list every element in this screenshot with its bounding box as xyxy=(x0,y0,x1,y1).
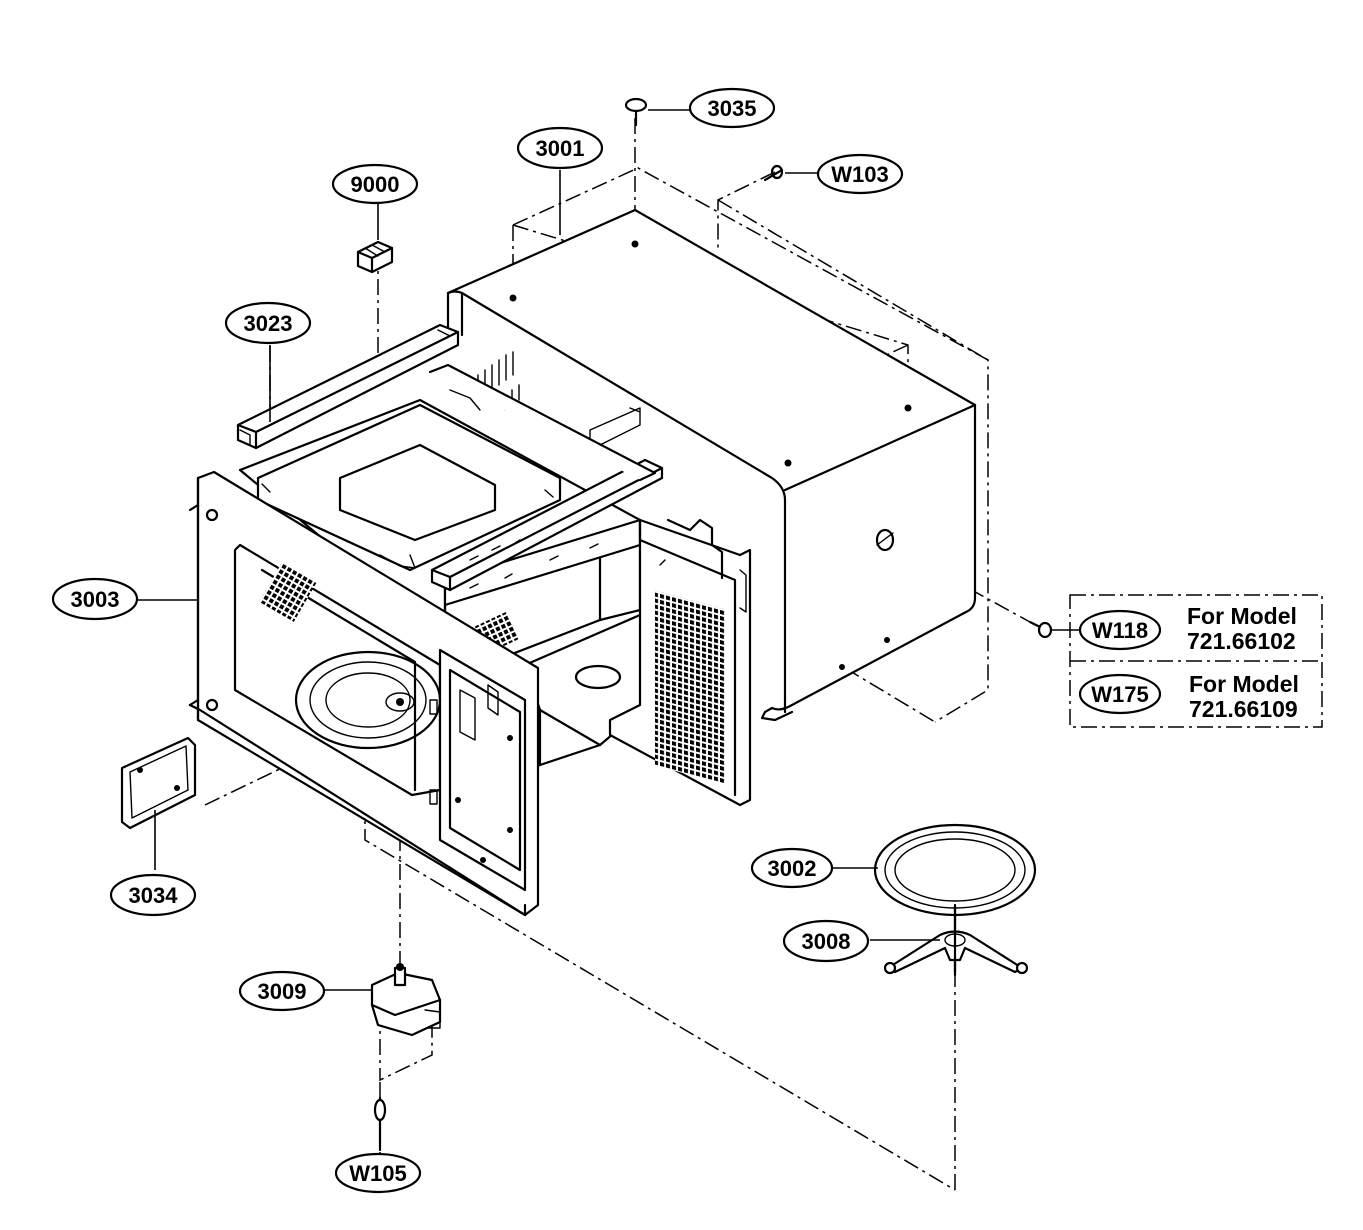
callout-3001: 3001 xyxy=(516,126,604,170)
callout-3034-label: 3034 xyxy=(129,883,179,908)
callout-3008-label: 3008 xyxy=(802,929,851,954)
callout-w118: W118 xyxy=(1078,609,1162,651)
part-9000-component xyxy=(356,240,394,274)
model-note-box xyxy=(1069,594,1323,728)
callout-w103: W103 xyxy=(816,153,904,195)
callout-w105-label: W105 xyxy=(349,1161,406,1186)
callout-3002: 3002 xyxy=(750,847,834,889)
callout-3003: 3003 xyxy=(51,577,139,621)
waveguide-cover xyxy=(120,736,197,830)
outer-cabinet xyxy=(446,208,977,722)
callout-3001-label: 3001 xyxy=(536,136,585,161)
turntable-motor xyxy=(370,963,442,1037)
roller-support xyxy=(883,903,1029,977)
note-w118: For Model 721.66102 xyxy=(1187,603,1297,654)
screw-w105 xyxy=(373,1096,387,1152)
callout-w175: W175 xyxy=(1078,673,1162,715)
callout-3009: 3009 xyxy=(238,970,326,1012)
screw-w103 xyxy=(763,164,784,182)
callout-w105: W105 xyxy=(334,1152,422,1194)
note-w175-line2: 721.66109 xyxy=(1189,696,1298,722)
note-w118-line2: 721.66102 xyxy=(1187,628,1296,654)
cavity-turntable xyxy=(294,650,442,750)
screw-w118 xyxy=(1028,620,1053,639)
callout-w175-label: W175 xyxy=(1091,682,1148,707)
callout-9000: 9000 xyxy=(331,163,419,205)
front-frame xyxy=(188,470,540,917)
control-panel-frame xyxy=(608,518,752,807)
top-bracket-right xyxy=(428,363,664,592)
leader-lines xyxy=(138,109,1080,1160)
callout-3009-label: 3009 xyxy=(258,979,307,1004)
callout-3023-label: 3023 xyxy=(244,311,293,336)
note-w175-line1: For Model xyxy=(1189,671,1299,697)
callout-3008: 3008 xyxy=(782,919,870,963)
callout-3035: 3035 xyxy=(688,87,776,129)
top-bracket-left xyxy=(236,323,460,450)
note-w118-line1: For Model xyxy=(1187,603,1297,629)
callout-3003-label: 3003 xyxy=(71,587,120,612)
callout-3034: 3034 xyxy=(109,873,197,917)
note-w175: For Model 721.66109 xyxy=(1189,671,1299,722)
glass-turntable-tray xyxy=(873,823,1037,917)
callout-9000-label: 9000 xyxy=(351,172,400,197)
callout-3035-label: 3035 xyxy=(708,96,757,121)
callout-3023: 3023 xyxy=(224,301,312,345)
callout-3002-label: 3002 xyxy=(768,856,817,881)
part-3035-pin xyxy=(624,97,648,127)
callout-w118-label: W118 xyxy=(1092,618,1148,643)
callout-w103-label: W103 xyxy=(831,162,888,187)
